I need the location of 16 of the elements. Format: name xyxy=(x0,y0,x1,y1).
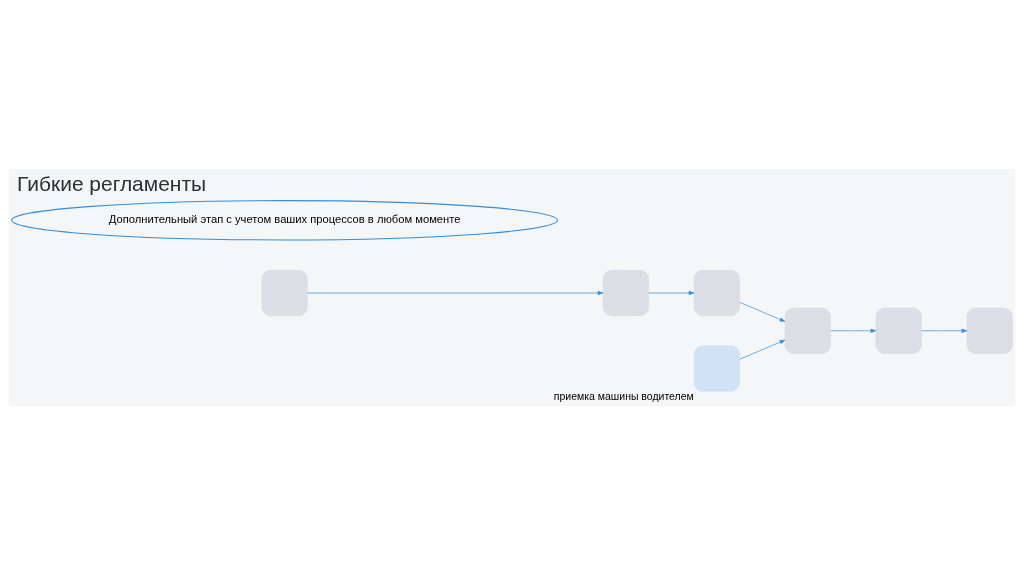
arrow xyxy=(739,301,786,322)
arrow xyxy=(307,290,604,295)
node-ellipse: Дополнительный этап с учетом ваших процессов в любом моменте xyxy=(11,199,559,240)
diagram-title: Гибкие регламенты xyxy=(17,171,207,195)
node-box xyxy=(261,269,308,316)
node-box xyxy=(602,269,649,316)
node-box xyxy=(875,307,922,354)
arrow xyxy=(921,328,968,333)
arrow xyxy=(830,328,877,333)
node-box xyxy=(966,307,1013,354)
node-box xyxy=(693,269,740,316)
node-box xyxy=(693,345,740,392)
arrow xyxy=(739,339,786,360)
node-box xyxy=(784,307,831,354)
node-label: приемка машины водителем xyxy=(553,390,694,402)
arrow xyxy=(648,290,695,295)
